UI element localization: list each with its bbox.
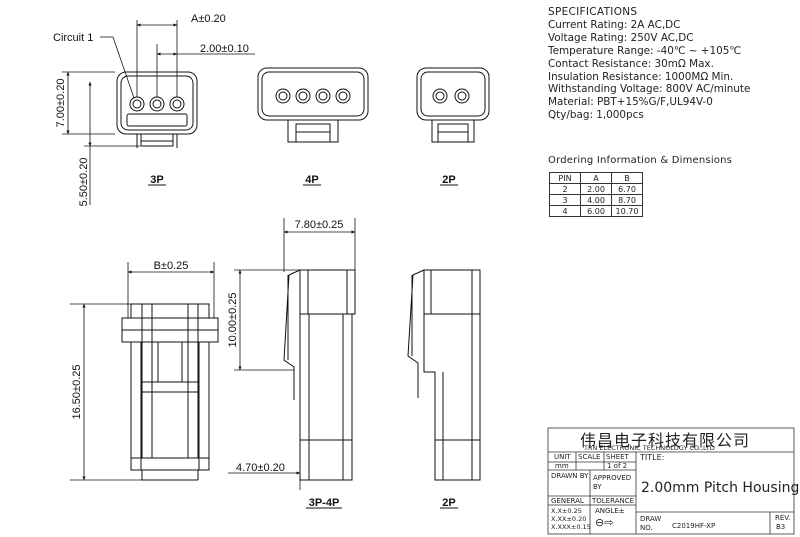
general-label: GENERAL: [551, 497, 584, 505]
approved-by-label: APPROVED BY: [593, 474, 632, 491]
tolerance-label: TOLERANCE: [592, 497, 635, 505]
spec-voltage: Voltage Rating: 250V AC,DC: [548, 31, 694, 44]
spec-material: Material: PBT+15%G/F,UL94V-0: [548, 96, 713, 109]
tolerance-1: X.X±0.25: [551, 507, 582, 515]
tolerance-2: X.XX±0.20: [551, 515, 587, 523]
spec-qty: Qty/bag: 1,000pcs: [548, 109, 644, 122]
table-cell: 6.00: [580, 205, 612, 217]
view-label-underlines: [148, 184, 458, 509]
view-2p-front: [416, 67, 490, 143]
header-a: A: [580, 172, 612, 184]
table-cell: 6.70: [611, 183, 643, 195]
tolerance-3: X.XXX±0.15: [551, 523, 591, 531]
drawn-by-label: DRAWN BY: [551, 472, 589, 480]
unit-value: mm: [555, 462, 569, 470]
view-label-2p: 2P: [442, 174, 455, 186]
rev-label: REV.: [775, 514, 791, 522]
ordering-table: PIN A B 2 2.00 6.70 3 4.00 8.70 4 6.00 1…: [549, 172, 643, 217]
draw-no-value: C2019HF-XP: [672, 522, 716, 530]
view-label-4p: 4P: [305, 174, 318, 186]
table-row: 4 6.00 10.70: [549, 205, 643, 217]
table-row: 3 4.00 8.70: [549, 194, 643, 206]
view-label-3p: 3P: [150, 174, 163, 186]
table-cell: 4.00: [580, 194, 612, 206]
company-name-cn: 伟昌电子科技有限公司: [580, 431, 751, 450]
sheet-label: SHEET: [606, 453, 629, 461]
view-side-2p: [407, 269, 481, 481]
spec-withstanding-voltage: Withstanding Voltage: 800V AC/minute: [548, 83, 751, 96]
specifications-title: SPECIFICATIONS: [548, 6, 638, 18]
table-cell: 2: [549, 183, 581, 195]
dim-label-7: 7.00±0.20: [55, 79, 67, 128]
dimension-lines-bottom: [70, 218, 356, 490]
table-row: 2 2.00 6.70: [549, 183, 643, 195]
view-label-3p-4p: 3P-4P: [309, 497, 340, 509]
view-4p-front: [257, 67, 369, 143]
title-block-grid: [547, 427, 795, 535]
projection-icon: ⊖⇨: [595, 516, 614, 529]
table-cell: 4: [549, 205, 581, 217]
dim-label-16-5: 16.50±0.25: [71, 365, 83, 420]
title-label: TITLE:: [640, 453, 665, 462]
unit-label: UNIT: [554, 453, 571, 461]
table-cell: 10.70: [611, 205, 643, 217]
rev-value: B3: [776, 523, 786, 531]
spec-current: Current Rating: 2A AC,DC: [548, 18, 681, 31]
dim-label-4-7: 4.70±0.20: [236, 462, 285, 474]
drawing-title: 2.00mm Pitch Housing: [641, 480, 800, 496]
view-side-3p4p: [121, 303, 219, 481]
table-cell: 8.70: [611, 194, 643, 206]
dim-label-pitch: 2.00±0.10: [200, 43, 249, 55]
scale-label: SCALE: [578, 453, 601, 461]
sheet-value: 1 of 2: [607, 462, 628, 470]
draw-no-label: DRAW NO.: [640, 515, 662, 532]
table-cell: 2.00: [580, 183, 612, 195]
header-pin: PIN: [549, 172, 581, 184]
company-name-en: TRN ELECTRONIC TECHNOLOGY CO.,LTD: [584, 444, 715, 452]
dim-label-10: 10.00±0.25: [227, 293, 239, 348]
dim-label-a: A±0.20: [191, 13, 226, 25]
spec-temperature: Temperature Range: -40℃ ~ +105℃: [548, 44, 742, 57]
spec-insulation-resistance: Insulation Resistance: 1000MΩ Min.: [548, 70, 734, 83]
header-b: B: [611, 172, 643, 184]
table-header-row: PIN A B: [549, 172, 643, 184]
dim-label-7-8: 7.80±0.25: [295, 219, 344, 231]
dimension-lines-top: [62, 20, 255, 205]
dim-label-5-5: 5.50±0.20: [78, 158, 90, 207]
ordering-title: Ordering Information & Dimensions: [548, 155, 733, 166]
spec-contact-resistance: Contact Resistance: 30mΩ Max.: [548, 57, 714, 70]
table-cell: 3: [549, 194, 581, 206]
angle-label: ANGLE±: [595, 507, 625, 515]
view-label-2p-side: 2P: [442, 497, 455, 509]
dim-label-b: B±0.25: [154, 260, 189, 272]
view-side-middle: [283, 269, 356, 481]
circuit-label: Circuit 1: [53, 32, 93, 44]
